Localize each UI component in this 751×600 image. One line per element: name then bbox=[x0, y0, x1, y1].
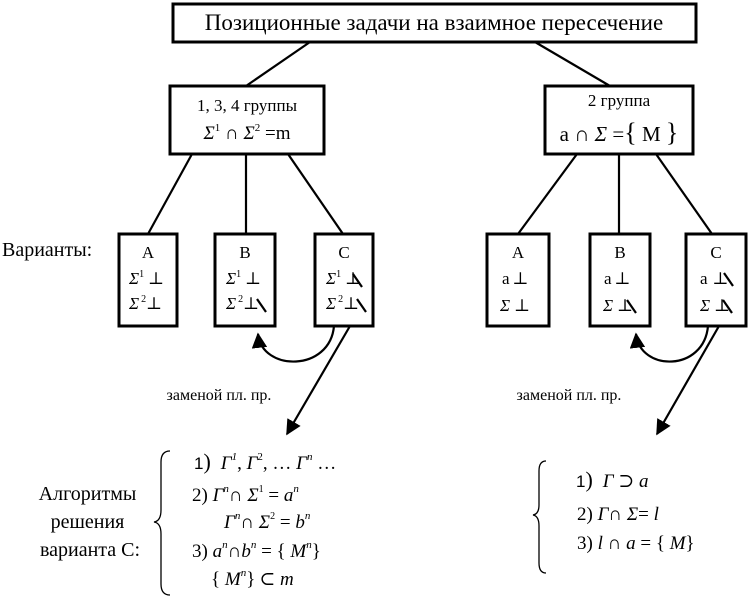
right-group-title: 2 группа bbox=[588, 91, 651, 110]
right-group-box bbox=[543, 84, 695, 156]
right-group-formula: а ∩ Σ ={ M } bbox=[560, 118, 679, 147]
left-algo-step-2: 2) Γn∩ Σ1 = an bbox=[192, 483, 299, 506]
svg-text:а⊥: а⊥ bbox=[604, 269, 631, 288]
svg-text:а⊥: а⊥ bbox=[700, 269, 729, 288]
svg-text:A: A bbox=[142, 243, 155, 262]
left-group-box bbox=[168, 84, 326, 156]
svg-text:Σ2⊥: Σ2⊥ bbox=[128, 294, 162, 313]
svg-text:Σ⊥: Σ⊥ bbox=[602, 296, 633, 315]
left-replace-label: заменой пл. пр. bbox=[167, 387, 272, 404]
svg-text:B: B bbox=[239, 243, 250, 262]
svg-text:A: A bbox=[512, 243, 525, 262]
right-algorithm-arrow bbox=[656, 325, 720, 436]
left-algo-step-3: 3) an∩bn = { Mn} bbox=[192, 539, 321, 562]
svg-text:C: C bbox=[710, 243, 721, 262]
right-algo-step-3: 3) l ∩ a = { M} bbox=[577, 533, 695, 554]
left-algo-step-2b: Γn∩ Σ2 = bn bbox=[223, 510, 311, 533]
svg-text:Σ⊥: Σ⊥ bbox=[699, 296, 730, 315]
left-algorithm-brace bbox=[153, 450, 171, 596]
left-algorithm: 1)Γ1, Γ2, … Γn … 2) Γn∩ Σ1 = an Γn∩ Σ2 =… bbox=[192, 449, 336, 590]
algorithms-label: Алгоритмы решения варианта С: bbox=[39, 483, 142, 561]
svg-text:Σ⊥: Σ⊥ bbox=[499, 296, 530, 315]
right-algorithm-brace bbox=[532, 460, 547, 574]
right-variant-c: C а⊥ Σ⊥ bbox=[684, 232, 748, 328]
left-group-title: 1, 3, 4 группы bbox=[197, 96, 298, 115]
right-variant-a: A а⊥ Σ⊥ bbox=[485, 232, 551, 328]
diagram-title: Позиционные задачи на взаимное пересечен… bbox=[205, 10, 663, 35]
right-replace-curve-arrow bbox=[629, 325, 710, 363]
title-box bbox=[171, 2, 698, 44]
right-replace-label: заменой пл. пр. bbox=[517, 387, 622, 404]
svg-text:а⊥: а⊥ bbox=[502, 269, 529, 288]
right-algo-step-2: 2) Γ∩ Σ= l bbox=[577, 504, 659, 525]
svg-text:Σ2⊥: Σ2⊥ bbox=[325, 294, 359, 313]
variants-label: Варианты: bbox=[2, 239, 92, 261]
svg-text:Σ2⊥: Σ2⊥ bbox=[225, 294, 259, 313]
svg-text:C: C bbox=[338, 243, 349, 262]
right-algorithm: 1)Γ ⊃ a 2) Γ∩ Σ= l 3) l ∩ a = { M} bbox=[576, 467, 695, 554]
svg-text:B: B bbox=[614, 243, 625, 262]
svg-text:Σ1⊥: Σ1⊥ bbox=[225, 269, 261, 288]
right-variant-b: B а⊥ Σ⊥ bbox=[588, 232, 652, 328]
svg-text:Σ1⊥: Σ1⊥ bbox=[128, 269, 164, 288]
connector-lines bbox=[147, 41, 713, 235]
left-replace-curve-arrow bbox=[251, 325, 336, 363]
right-algo-step-1: 1)Γ ⊃ a bbox=[576, 467, 649, 492]
left-algo-step-3b: { Mn}⊂ m bbox=[211, 567, 294, 590]
left-group-formula: Σ1 ∩ Σ2 =m bbox=[202, 122, 290, 144]
svg-text:Σ1⊥: Σ1⊥ bbox=[325, 269, 361, 288]
left-algo-step-1: 1)Γ1, Γ2, … Γn … bbox=[194, 449, 336, 474]
left-algorithm-arrow bbox=[286, 325, 351, 436]
